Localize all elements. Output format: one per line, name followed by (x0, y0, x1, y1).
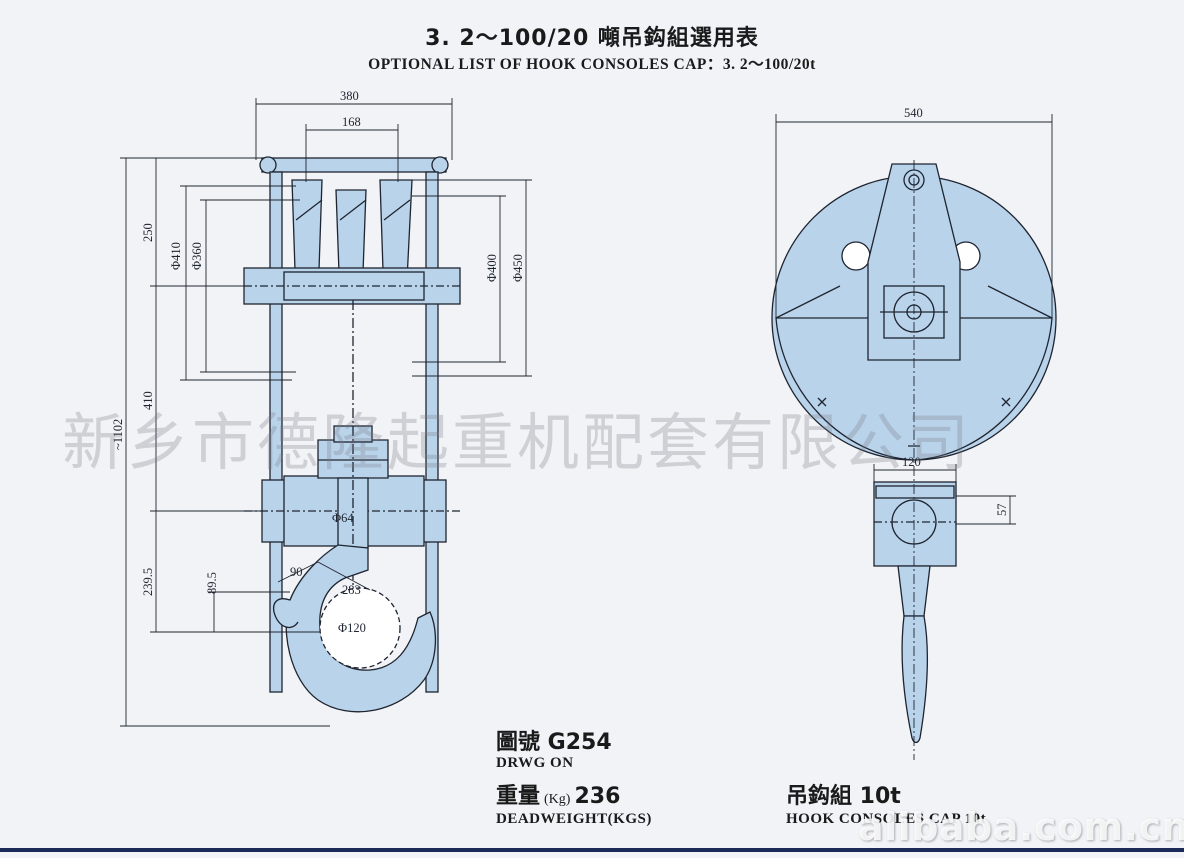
dim-540: 540 (904, 106, 923, 120)
dim-239-5: 239.5 (141, 568, 155, 596)
dim-phi64: Φ64 (332, 511, 354, 525)
dim-410: 410 (141, 391, 155, 410)
weight-label-en: DEADWEIGHT(KGS) (496, 811, 652, 827)
dim-phi120: Φ120 (338, 621, 366, 635)
drawing-number-en: DRWG ON (496, 755, 574, 771)
dim-380: 380 (340, 89, 359, 103)
bottom-rule (0, 848, 1184, 852)
dim-283: 283 (342, 583, 361, 597)
hook-label-en: HOOK CONSOLES CAP 10t (786, 811, 987, 827)
company-watermark: 新乡市德隆起重机配套有限公司 (62, 406, 973, 479)
weight-value: 236 (574, 784, 621, 809)
dim-1102: ~1102 (111, 419, 125, 450)
weight-line: 重量 (Kg) 236 (496, 778, 620, 810)
hook-label-cn: 吊鈎組 10t (786, 784, 901, 809)
dim-250: 250 (141, 223, 155, 242)
drawing-number-cn: 圖號 G254 (496, 730, 612, 755)
dim-phi360: Φ360 (190, 242, 204, 270)
hook-side-view: 380 168 250 Φ410 Φ360 Φ400 Φ450 ~1102 41… (111, 89, 532, 727)
dim-phi410: Φ410 (169, 242, 183, 270)
weight-unit: (Kg) (544, 792, 571, 807)
title-chinese: 3. 2～100/20 噸吊鈎組選用表 (425, 26, 759, 51)
dim-90: 90 (290, 565, 303, 579)
site-watermark: alibaba.com.cn (858, 805, 1184, 849)
dim-phi450: Φ450 (511, 254, 525, 282)
weight-label-cn: 重量 (496, 784, 541, 809)
dim-57: 57 (995, 504, 1009, 517)
hook-front-view: 540 120 57 (771, 106, 1057, 760)
dim-168: 168 (342, 115, 361, 129)
dim-89-5: 89.5 (205, 572, 219, 594)
dim-120: 120 (902, 455, 921, 469)
dim-phi400: Φ400 (485, 254, 499, 282)
title-english: OPTIONAL LIST OF HOOK CONSOLES CAP：3. 2～… (368, 56, 816, 73)
